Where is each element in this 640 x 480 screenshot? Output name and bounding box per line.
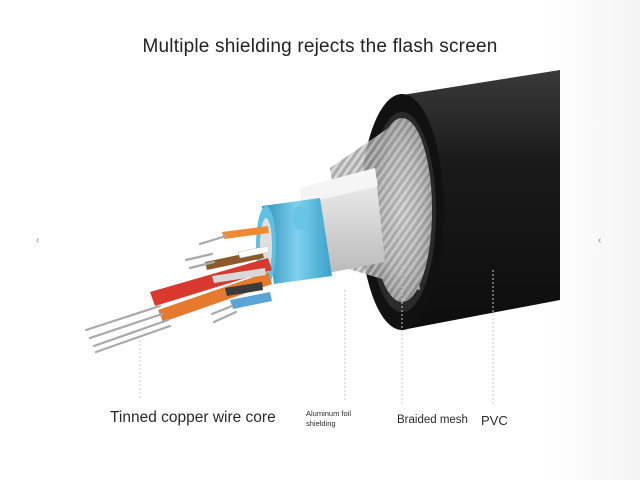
label-tinned-copper-core: Tinned copper wire core <box>110 409 276 426</box>
chevron-right-icon[interactable]: ‹ <box>598 235 602 246</box>
insulated-conductors <box>150 226 272 322</box>
label-aluminum-foil: Aluminum foil shielding <box>306 409 352 428</box>
image-title: Multiple shielding rejects the flash scr… <box>142 36 498 57</box>
tinned-copper-strands <box>84 234 238 354</box>
leader-lines <box>139 250 494 404</box>
label-pvc: PVC <box>481 413 508 428</box>
label-braided-mesh: Braided mesh <box>397 414 468 426</box>
chevron-left-icon[interactable]: ‹ <box>36 235 40 246</box>
